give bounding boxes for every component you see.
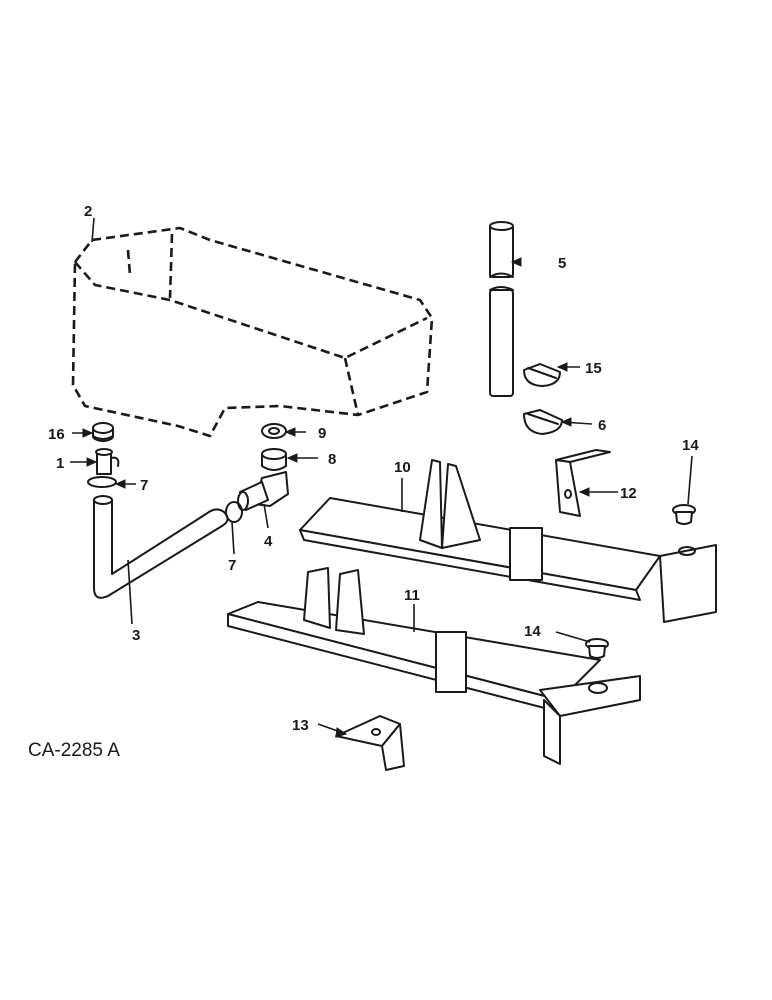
callout-16: 16 bbox=[48, 426, 65, 443]
bushing-part-14-lower bbox=[585, 638, 609, 659]
callout-labels: 2 5 15 6 16 1 7 3 9 8 4 7 10 11 12 14 14… bbox=[48, 203, 699, 734]
washer-part-9 bbox=[261, 423, 287, 439]
cap-part-16 bbox=[92, 422, 114, 442]
tube-part-5 bbox=[489, 221, 514, 397]
oil-pan-part-2 bbox=[71, 226, 434, 438]
callout-7-middle: 7 bbox=[228, 557, 236, 574]
callout-10: 10 bbox=[394, 459, 411, 476]
callout-8: 8 bbox=[328, 451, 336, 468]
callout-5: 5 bbox=[558, 255, 566, 272]
callout-15: 15 bbox=[585, 360, 602, 377]
callout-2: 2 bbox=[84, 203, 92, 220]
callout-13: 13 bbox=[292, 717, 309, 734]
leader-arrowheads bbox=[82, 257, 590, 738]
elbow-fitting-part-4 bbox=[237, 471, 289, 511]
callout-4: 4 bbox=[264, 533, 273, 550]
bushing-part-14-upper bbox=[672, 504, 696, 525]
bracket-part-13 bbox=[335, 715, 405, 771]
fitting-part-1 bbox=[95, 448, 120, 475]
callout-6: 6 bbox=[598, 417, 606, 434]
bracket-part-12 bbox=[555, 449, 611, 517]
clamp-part-6 bbox=[523, 409, 563, 435]
callout-14-lower: 14 bbox=[524, 623, 541, 640]
frame-rail-part-11 bbox=[227, 567, 641, 765]
hose-clamp-part-7-left bbox=[87, 476, 117, 488]
callout-14-upper: 14 bbox=[682, 437, 699, 454]
callout-9: 9 bbox=[318, 425, 326, 442]
frame-rail-part-10 bbox=[299, 459, 717, 623]
callout-1: 1 bbox=[56, 455, 64, 472]
callout-7-left: 7 bbox=[140, 477, 148, 494]
nut-part-8 bbox=[261, 448, 287, 471]
clamp-part-15 bbox=[523, 363, 561, 387]
callout-3: 3 bbox=[132, 627, 140, 644]
drawing-number: CA-2285 A bbox=[28, 740, 120, 761]
callout-11: 11 bbox=[404, 587, 420, 604]
callout-12: 12 bbox=[620, 485, 637, 502]
tube-part-3 bbox=[93, 495, 229, 599]
hose-clamp-part-7-middle bbox=[225, 501, 243, 523]
